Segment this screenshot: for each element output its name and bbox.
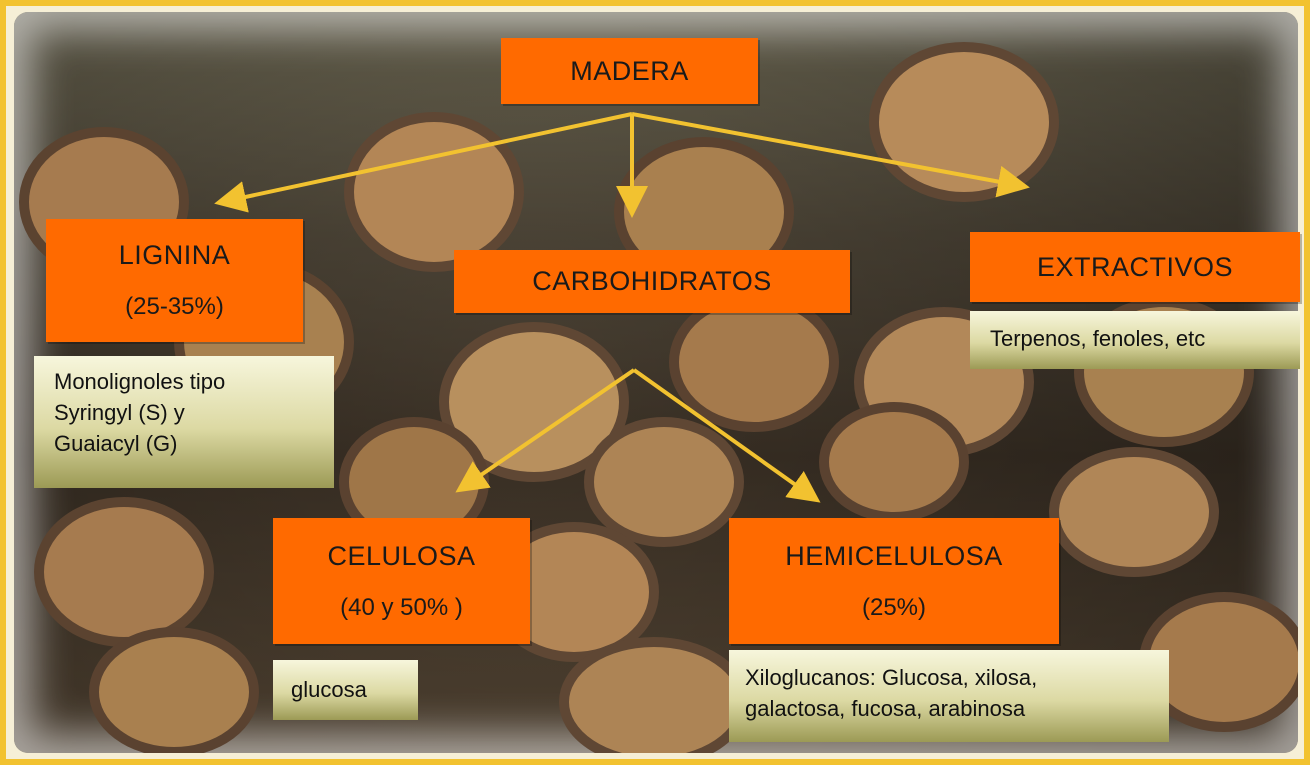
note-celulosa-line: glucosa (291, 674, 408, 705)
note-extractivos-line: Terpenos, fenoles, etc (990, 323, 1290, 354)
note-extractivos: Terpenos, fenoles, etc (970, 311, 1300, 369)
node-celulosa: CELULOSA (40 y 50% ) (273, 518, 530, 644)
node-lignina-pct: (25-35%) (125, 293, 224, 321)
node-madera-title: MADERA (570, 56, 689, 87)
note-celulosa: glucosa (273, 660, 418, 720)
node-extractivos-title: EXTRACTIVOS (1037, 252, 1233, 283)
node-hemicelulosa-pct: (25%) (862, 594, 926, 622)
node-celulosa-pct: (40 y 50% ) (340, 594, 463, 622)
node-lignina: LIGNINA (25-35%) (46, 219, 303, 342)
node-lignina-title: LIGNINA (119, 240, 231, 271)
node-carbohidratos-title: CARBOHIDRATOS (532, 266, 772, 297)
note-hemicelulosa-line: Xiloglucanos: Glucosa, xilosa, (745, 662, 1159, 693)
note-lignina-line: Syringyl (S) y (54, 397, 324, 428)
note-lignina-line: Monolignoles tipo (54, 366, 324, 397)
node-madera: MADERA (501, 38, 758, 104)
note-hemicelulosa: Xiloglucanos: Glucosa, xilosa, galactosa… (729, 650, 1169, 742)
note-hemicelulosa-line: galactosa, fucosa, arabinosa (745, 693, 1159, 724)
note-lignina-line: Guaiacyl (G) (54, 428, 324, 459)
node-extractivos: EXTRACTIVOS (970, 232, 1300, 302)
node-hemicelulosa-title: HEMICELULOSA (785, 541, 1003, 572)
node-hemicelulosa: HEMICELULOSA (25%) (729, 518, 1059, 644)
note-lignina: Monolignoles tipo Syringyl (S) y Guaiacy… (34, 356, 334, 488)
node-celulosa-title: CELULOSA (327, 541, 475, 572)
node-carbohidratos: CARBOHIDRATOS (454, 250, 850, 313)
